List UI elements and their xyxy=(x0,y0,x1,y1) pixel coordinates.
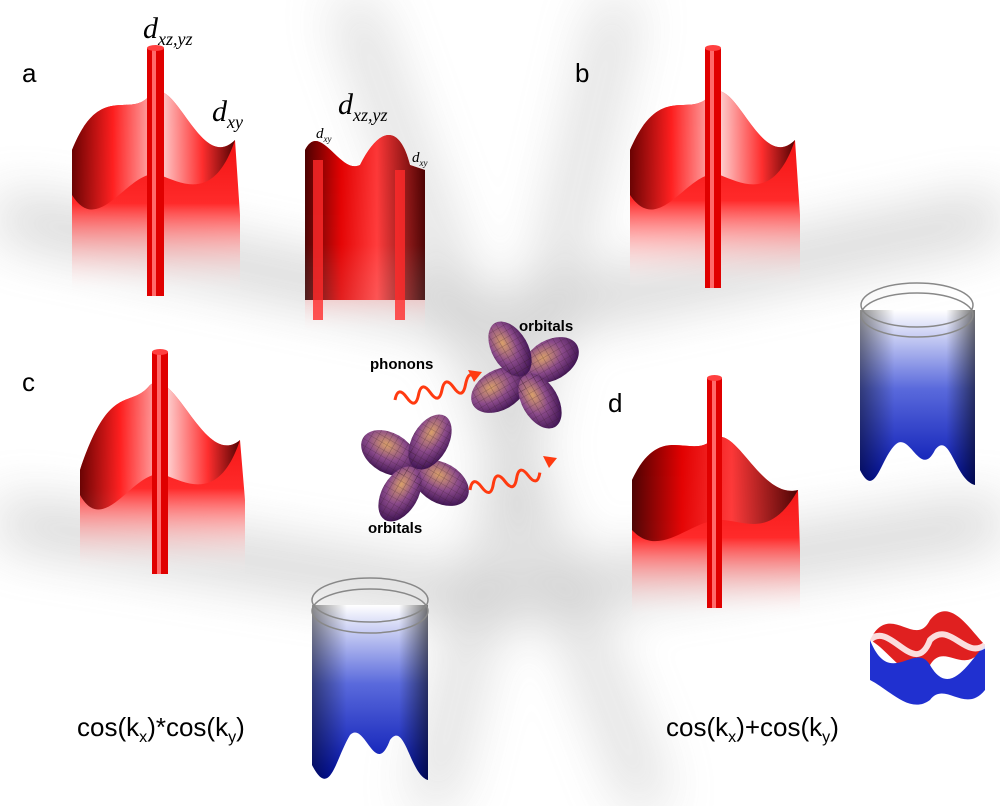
orbital-label-dxy-left-small: dxy xyxy=(316,126,332,144)
panel-label-b: b xyxy=(575,58,590,88)
panel-label-c: c xyxy=(22,367,35,397)
orbital-cluster-upper xyxy=(471,321,579,429)
panel-label-a: a xyxy=(22,58,37,88)
orbitals-label-top: orbitals xyxy=(519,318,574,335)
formula-cos-product: cos(kx)*cos(ky) xyxy=(77,712,245,747)
panel-label-d: d xyxy=(608,388,623,418)
orbital-label-dxzyz-top: dxz,yz xyxy=(143,12,193,49)
orbital-label-dxzyz-mid: dxz,yz xyxy=(338,88,388,125)
panel-c-surface xyxy=(80,349,245,575)
panel-c-blue-surface xyxy=(311,577,429,780)
panel-d-saddle-surface xyxy=(867,611,987,705)
phonon-arrow-upper xyxy=(393,370,482,405)
phonon-arrow-lower xyxy=(468,456,557,494)
panel-a-multiband-surface xyxy=(305,135,425,335)
panel-b-blue-surface xyxy=(860,282,975,485)
panel-b-surface xyxy=(630,45,800,291)
orbitals-label-bottom: orbitals xyxy=(368,520,423,537)
phonons-label: phonons xyxy=(370,356,434,373)
orbital-cluster-lower xyxy=(361,414,469,522)
orbital-label-dxy: dxy xyxy=(212,95,243,132)
panel-d-surface xyxy=(632,375,800,620)
orbital-label-dxy-right-small: dxy xyxy=(412,150,428,168)
panel-a-surface xyxy=(72,45,240,296)
formula-cos-sum: cos(kx)+cos(ky) xyxy=(666,712,839,747)
